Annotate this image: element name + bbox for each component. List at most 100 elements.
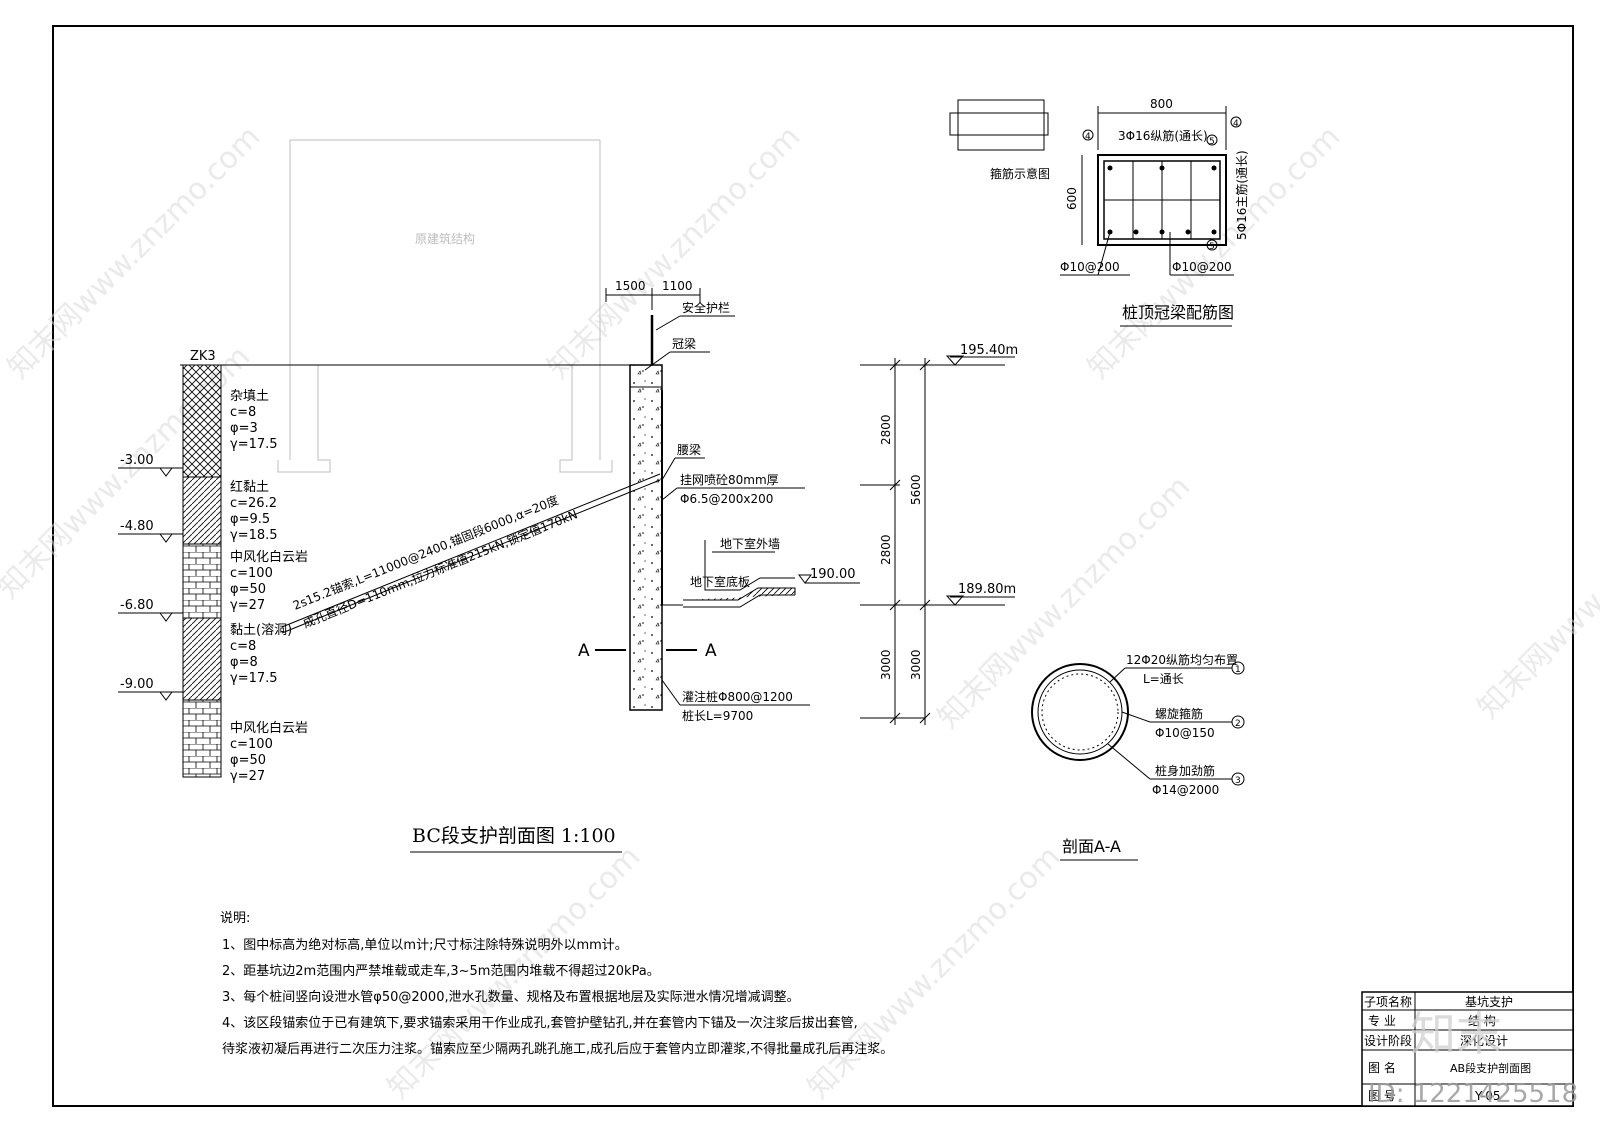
svg-text:-4.80: -4.80 <box>120 519 154 534</box>
svg-text:杂填土: 杂填土 <box>230 389 269 404</box>
crown-detail-title: 桩顶冠梁配筋图 <box>1122 303 1234 322</box>
svg-text:专 业: 专 业 <box>1368 1013 1396 1028</box>
mesh-label: Φ6.5@200x200 <box>680 492 773 506</box>
section-aa-detail: 12Φ20纵筋均匀布置 L=通长 1 螺旋箍筋 Φ10@150 2 桩身加劲筋 … <box>1031 652 1245 861</box>
svg-text:800: 800 <box>1150 97 1173 111</box>
sheet-frame <box>52 25 1574 1107</box>
svg-text:5Φ16主筋(通长): 5Φ16主筋(通长) <box>1234 150 1249 240</box>
svg-text:Φ10@200: Φ10@200 <box>1172 260 1232 274</box>
layer-4: -6.80 黏土(溶洞) c=8 φ=8 γ=17.5 <box>118 598 292 686</box>
svg-text:2800: 2800 <box>879 534 893 565</box>
svg-text:结 构: 结 构 <box>1468 1013 1496 1028</box>
svg-text:φ=50: φ=50 <box>230 582 266 597</box>
title-block: 子项名称 基坑支护 专 业 结 构 设计阶段 深化设计 图 名 AB段支护剖面图… <box>1361 991 1574 1107</box>
svg-text:Y-05: Y-05 <box>1474 1089 1501 1103</box>
svg-text:5600: 5600 <box>909 474 923 505</box>
svg-text:γ=27: γ=27 <box>230 769 265 784</box>
svg-text:φ=3: φ=3 <box>230 421 258 436</box>
watermark-text: 知末网www.znzmo.com <box>931 469 1197 735</box>
layer-5: -9.00 中风化白云岩 c=100 φ=50 γ=27 <box>118 677 308 784</box>
note-item: 2、距基坑边2m范围内严禁堆载或走车,3~5m范围内堆载不得超过20kPa。 <box>222 963 660 979</box>
svg-text:深化设计: 深化设计 <box>1460 1034 1508 1048</box>
section-aa-title: 剖面A-A <box>1062 837 1121 856</box>
svg-text:5: 5 <box>1209 137 1215 147</box>
pile-length-label: 桩长L=9700 <box>682 708 753 723</box>
svg-text:中风化白云岩: 中风化白云岩 <box>230 549 308 565</box>
svg-text:A: A <box>705 641 717 661</box>
svg-text:1: 1 <box>1235 665 1241 675</box>
svg-text:L=通长: L=通长 <box>1143 672 1184 686</box>
svg-text:4: 4 <box>1233 119 1239 129</box>
svg-text:A: A <box>578 641 590 661</box>
shotcrete-label: 挂网喷砼80mm厚 <box>680 473 779 487</box>
svg-text:Φ10@150: Φ10@150 <box>1155 726 1215 740</box>
layer-1: 杂填土 c=8 φ=3 γ=17.5 <box>230 389 278 452</box>
basement-wall-label: 地下室外墙 <box>720 536 780 551</box>
svg-text:5: 5 <box>1209 242 1215 252</box>
svg-text:3000: 3000 <box>909 649 923 680</box>
bored-pile <box>629 315 663 711</box>
svg-text:3000: 3000 <box>879 649 893 680</box>
svg-text:黏土(溶洞): 黏土(溶洞) <box>230 622 292 638</box>
pile-spec-label: 灌注桩Φ800@1200 <box>682 689 793 704</box>
svg-text:φ=9.5: φ=9.5 <box>230 512 270 527</box>
borehole-column <box>182 364 222 778</box>
svg-text:γ=18.5: γ=18.5 <box>230 528 278 543</box>
svg-text:4: 4 <box>1085 132 1091 142</box>
svg-text:图 名: 图 名 <box>1368 1060 1396 1075</box>
stirrup-label: 箍筋示意图 <box>990 166 1050 181</box>
svg-text:3: 3 <box>1235 776 1241 786</box>
svg-text:12Φ20纵筋均匀布置: 12Φ20纵筋均匀布置 <box>1126 652 1238 667</box>
svg-text:600: 600 <box>1065 187 1079 210</box>
svg-text:φ=50: φ=50 <box>230 753 266 768</box>
svg-text:2800: 2800 <box>879 414 893 445</box>
main-title: BC段支护剖面图 1:100 <box>412 825 616 847</box>
svg-text:1500: 1500 <box>615 279 646 293</box>
svg-text:φ=8: φ=8 <box>230 655 258 670</box>
existing-building: 原建筑结构 <box>277 139 613 473</box>
watermark-text: 知末网www.znzmo.com <box>1081 119 1347 385</box>
top-dimensions: 1500 1100 <box>605 279 701 310</box>
anchor-spec-2: 成孔直径D=110mm,拉力标准值215kN,锁定值170kN <box>301 506 580 630</box>
note-item: 待浆液初凝后再进行二次压力注浆。锚索应至少隔两孔跳孔施工,成孔后应于套管内立即灌… <box>222 1041 893 1057</box>
watermark-text: 知末网www.znzmo.com <box>801 839 1067 1105</box>
elev-slab-label: 190.00 <box>810 567 856 582</box>
crown-beam-detail: 800 600 3Φ16纵筋(通长) 5Φ16主筋(通长) 4 4 5 5 Φ1… <box>1060 97 1249 327</box>
elevation-dimensions: 2800 2800 5600 3000 3000 195.40m 189.80m <box>860 343 1018 725</box>
layer-2: -3.00 红黏土 c=26.2 φ=9.5 γ=18.5 <box>118 453 278 543</box>
svg-text:-6.80: -6.80 <box>120 598 154 613</box>
waist-beam-label: 腰梁 <box>677 442 701 457</box>
svg-text:3Φ16纵筋(通长): 3Φ16纵筋(通长) <box>1118 128 1208 143</box>
watermark-text: 知末网www.znzmo.com <box>1471 459 1600 725</box>
note-item: 4、该区段锚索位于已有建筑下,要求锚索采用干作业成孔,套管护壁钻孔,并在套管内下… <box>222 1015 858 1031</box>
layer-3: -4.80 中风化白云岩 c=100 φ=50 γ=27 <box>118 519 308 613</box>
svg-text:c=100: c=100 <box>230 737 273 752</box>
guardrail-label: 安全护栏 <box>682 300 730 315</box>
note-item: 1、图中标高为绝对标高,单位以m计;尺寸标注除特殊说明外以mm计。 <box>222 937 628 953</box>
svg-text:Φ14@2000: Φ14@2000 <box>1152 783 1219 797</box>
svg-text:图 号: 图 号 <box>1368 1089 1396 1103</box>
svg-text:基坑支护: 基坑支护 <box>1465 994 1513 1009</box>
basement: 地下室外墙 地下室底板 190.00 <box>662 536 860 608</box>
svg-text:-9.00: -9.00 <box>120 677 154 692</box>
svg-text:c=8: c=8 <box>230 405 256 420</box>
logo-watermark: 知末 <box>1410 1007 1502 1061</box>
svg-text:红黏土: 红黏土 <box>230 479 269 495</box>
svg-text:γ=17.5: γ=17.5 <box>230 671 278 686</box>
svg-text:螺旋箍筋: 螺旋箍筋 <box>1155 706 1203 721</box>
svg-text:AB段支护剖面图: AB段支护剖面图 <box>1450 1061 1531 1075</box>
elev-top-label: 195.40m <box>960 343 1018 358</box>
notes: 说明: 1、图中标高为绝对标高,单位以m计;尺寸标注除特殊说明外以mm计。 2、… <box>220 911 893 1057</box>
svg-text:中风化白云岩: 中风化白云岩 <box>230 720 308 736</box>
note-item: 3、每个桩间竖向设泄水管φ50@2000,泄水孔数量、规格及布置根据地层及实际泄… <box>222 989 800 1005</box>
anchor-spec-1: 2s15.2锚索,L=11000@2400,锚固段6000,α=20度 <box>291 492 561 613</box>
basement-slab-label: 地下室底板 <box>690 574 750 589</box>
svg-text:-3.00: -3.00 <box>120 453 154 468</box>
svg-text:2: 2 <box>1235 719 1241 729</box>
svg-text:c=26.2: c=26.2 <box>230 496 277 511</box>
svg-text:c=100: c=100 <box>230 566 273 581</box>
svg-text:1100: 1100 <box>662 279 693 293</box>
section-cut-marks: A A <box>578 641 717 661</box>
crown-beam-label: 冠梁 <box>672 336 696 351</box>
